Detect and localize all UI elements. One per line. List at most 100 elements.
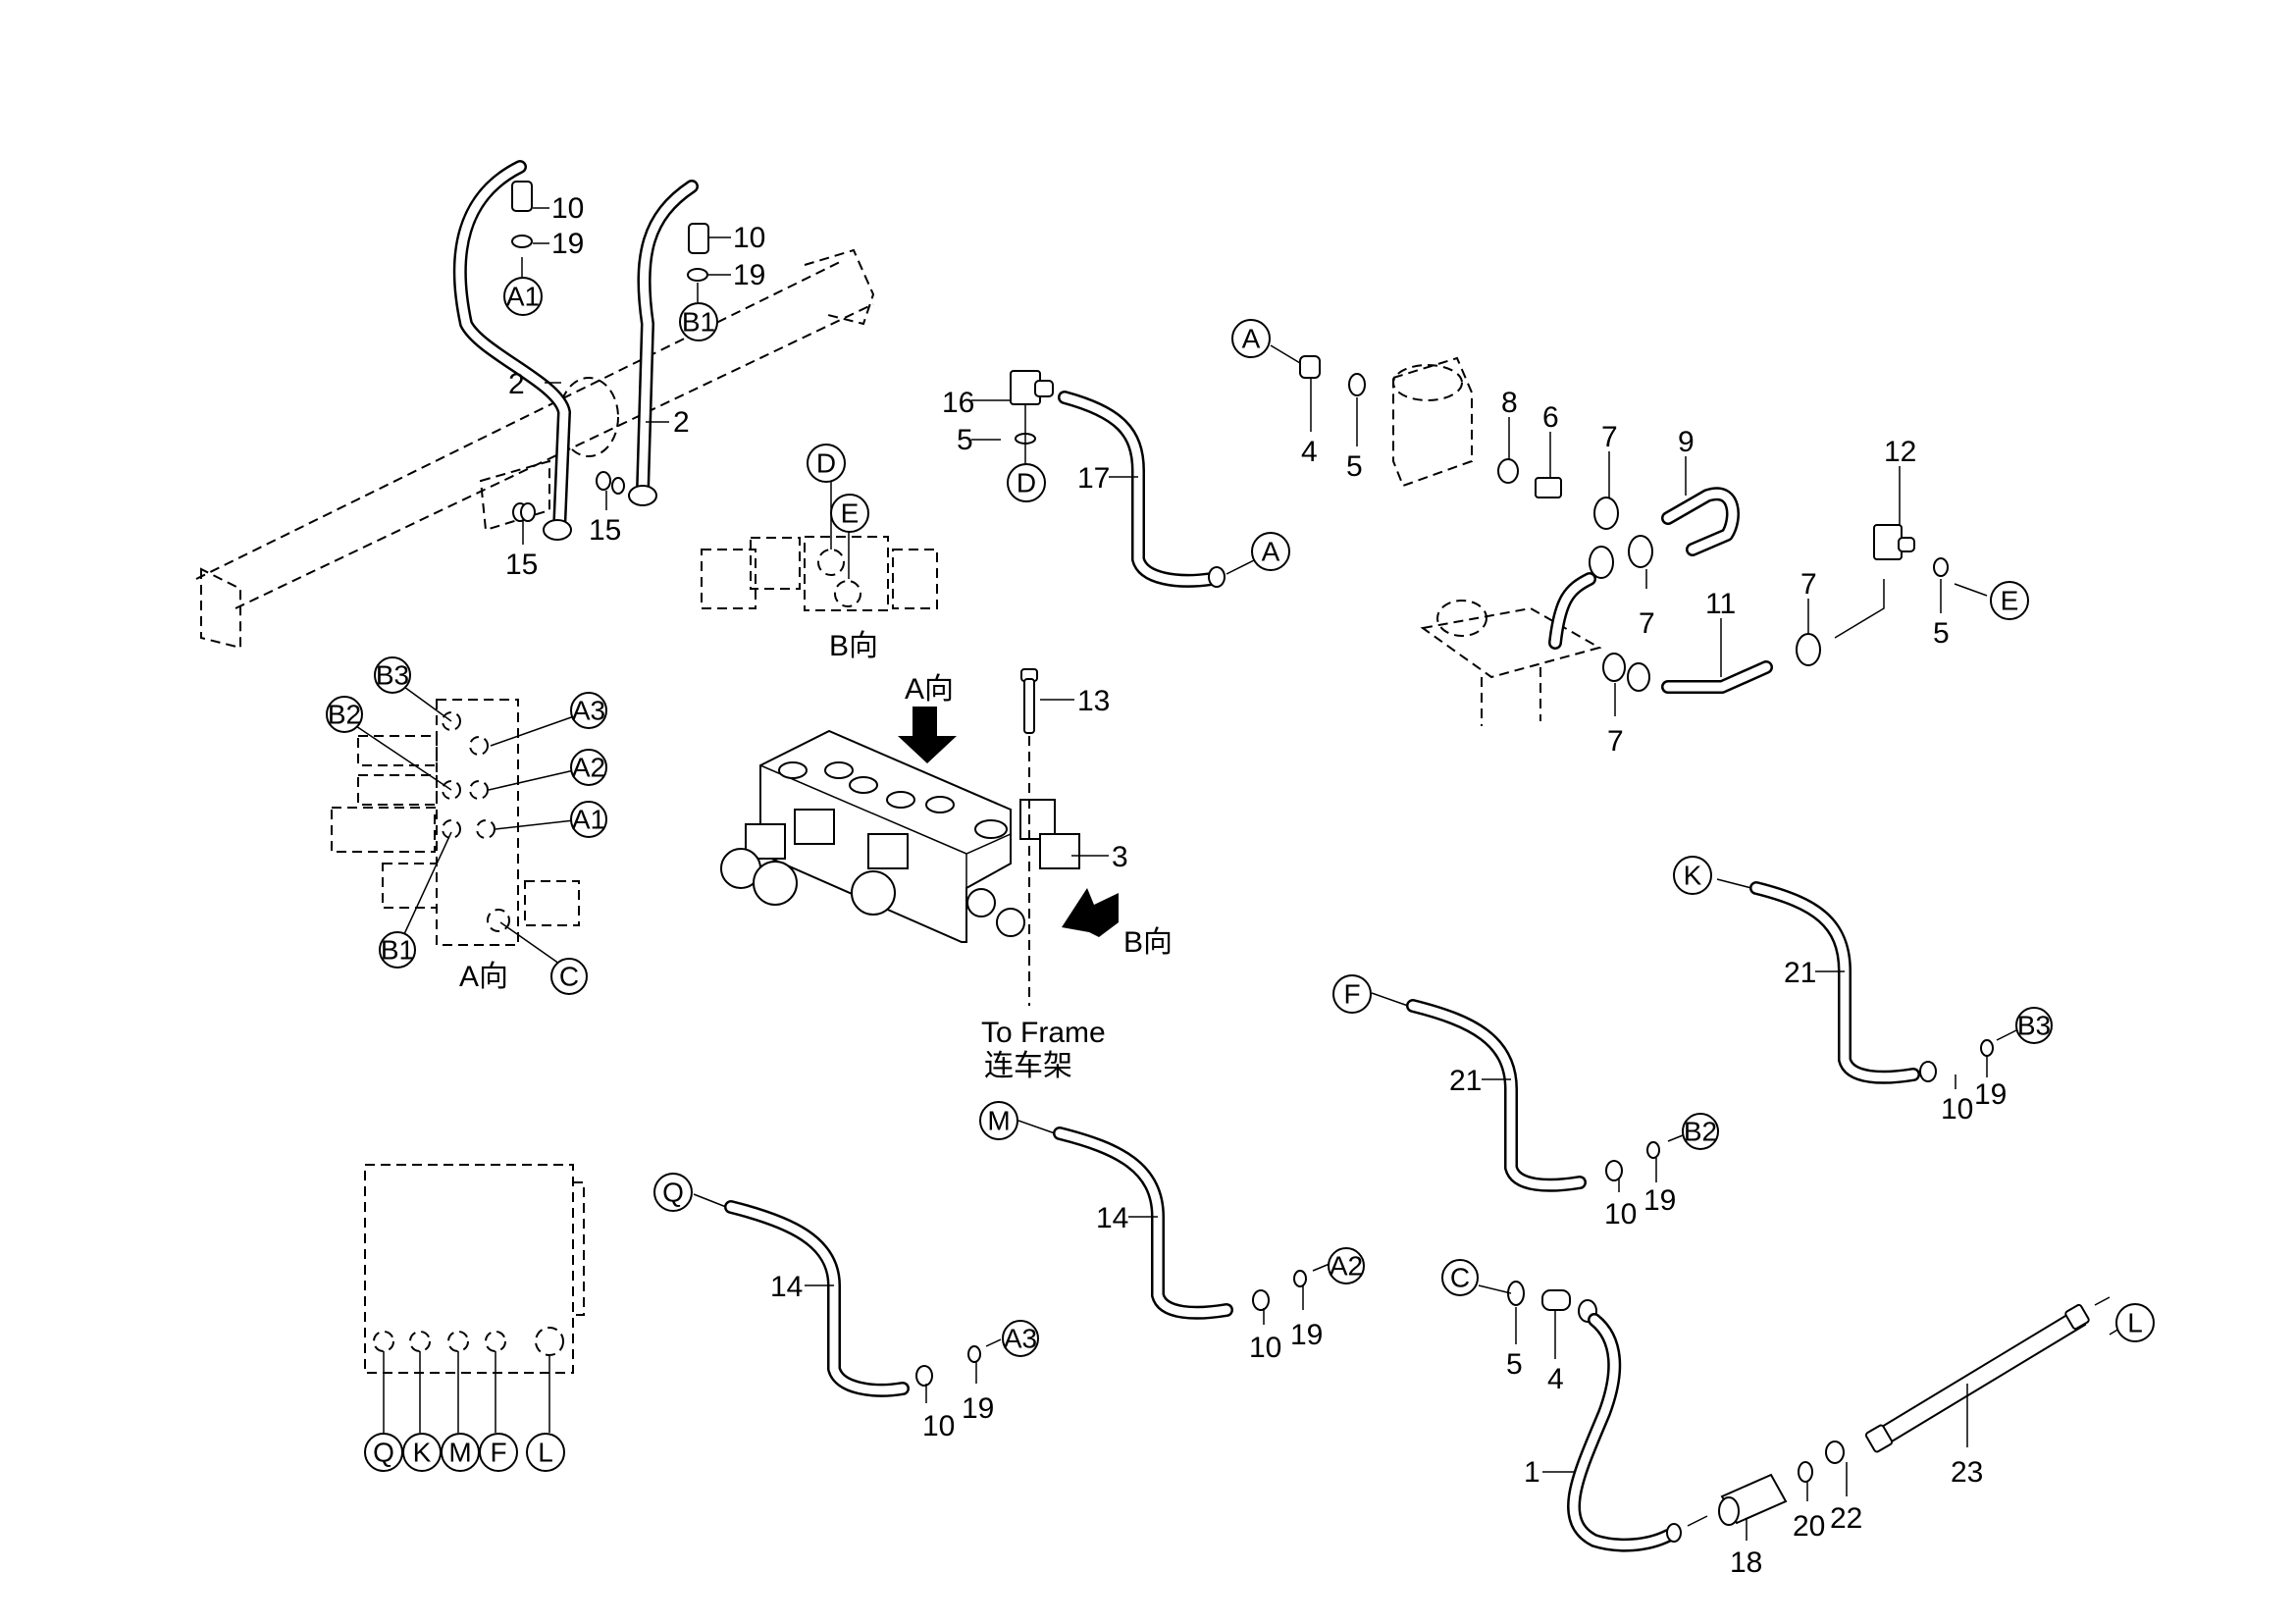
part-label-18: 18 [1730, 1546, 1762, 1579]
callout-a2-hose: A2 [1328, 1247, 1365, 1284]
callout-a1-top: A1 [503, 277, 543, 316]
svg-text:E: E [2001, 586, 2019, 616]
part-label-10: 10 [1249, 1332, 1281, 1364]
part-label-9: 9 [1678, 426, 1695, 458]
part-label-5: 5 [1933, 617, 1950, 650]
svg-text:A3: A3 [572, 696, 605, 726]
callout-a-hose17: A [1251, 532, 1290, 571]
a-view-arrow [898, 707, 957, 763]
svg-text:A2: A2 [572, 753, 605, 783]
svg-text:E: E [841, 498, 860, 529]
svg-text:B2: B2 [328, 700, 361, 730]
svg-text:Q: Q [662, 1178, 684, 1208]
part-label-12: 12 [1884, 436, 1916, 468]
svg-text:M: M [987, 1106, 1010, 1136]
part-label-10: 10 [551, 192, 584, 225]
a-view-outline [331, 699, 580, 946]
part-label-3: 3 [1112, 841, 1128, 873]
part-label-21: 21 [1449, 1065, 1482, 1097]
part-label-21: 21 [1784, 957, 1816, 989]
callout-k-hose: K [1673, 856, 1712, 895]
b-view-outline [701, 536, 938, 611]
callout-b2-aview: B2 [326, 696, 452, 791]
callout-b2-hose: B2 [1682, 1113, 1719, 1150]
b-view-arrow-label: B向 [1123, 926, 1173, 959]
callout-e-bview: E [830, 494, 869, 533]
part-label-19: 19 [733, 259, 765, 291]
part-label-5: 5 [957, 424, 973, 456]
hose-1-assembly [1507, 1281, 2111, 1552]
part-label-7: 7 [1800, 568, 1817, 601]
callout-q-hose: Q [653, 1173, 693, 1212]
callout-b3-aview: B3 [374, 656, 452, 722]
svg-text:A: A [1242, 324, 1261, 354]
port-l: L [526, 1433, 565, 1472]
part-label-4: 4 [1301, 436, 1318, 468]
a-view-label: A向 [459, 961, 508, 993]
svg-text:A1: A1 [572, 805, 605, 835]
part-label-23: 23 [1951, 1456, 1983, 1489]
callout-d-bview: D [807, 444, 846, 483]
part-label-19: 19 [1290, 1319, 1323, 1351]
callout-m-hose: M [979, 1101, 1018, 1140]
part-label-6: 6 [1542, 401, 1559, 434]
part-label-14: 14 [1096, 1202, 1128, 1234]
part-label-10: 10 [733, 222, 765, 254]
svg-text:A: A [1262, 537, 1280, 567]
part-label-7: 7 [1601, 421, 1618, 453]
a-view-arrow-label: A向 [905, 673, 954, 706]
part-label-5: 5 [1506, 1348, 1523, 1381]
part-label-19: 19 [1643, 1184, 1676, 1217]
part-label-14: 14 [770, 1271, 803, 1303]
svg-text:K: K [413, 1438, 432, 1468]
svg-text:Q: Q [373, 1438, 394, 1468]
svg-text:L: L [2127, 1308, 2143, 1338]
part-label-2: 2 [673, 406, 690, 439]
port-k: K [402, 1433, 442, 1472]
callout-a3-aview: A3 [490, 692, 607, 747]
svg-text:B1: B1 [381, 935, 414, 966]
svg-text:D: D [816, 448, 836, 479]
port-q: Q [364, 1433, 403, 1472]
callout-b1-top: B1 [679, 302, 718, 341]
part-label-19: 19 [551, 228, 584, 260]
port-m: M [441, 1433, 480, 1472]
part-label-15: 15 [505, 549, 538, 581]
part-label-2: 2 [508, 368, 525, 400]
part-label-7: 7 [1639, 607, 1655, 640]
callout-a3-hose: A3 [1002, 1320, 1039, 1357]
callout-c-aview: C [499, 921, 588, 995]
callout-b3-hose: B3 [2015, 1007, 2053, 1044]
callout-a2-aview: A2 [488, 749, 607, 791]
part-label-7: 7 [1607, 725, 1624, 758]
svg-text:A2: A2 [1330, 1251, 1363, 1282]
callout-a1-aview: A1 [495, 801, 607, 838]
part-label-20: 20 [1793, 1510, 1825, 1543]
boom-assembly [195, 160, 875, 650]
part-label-10: 10 [922, 1410, 955, 1442]
part-label-19: 19 [962, 1392, 994, 1425]
to-frame-label-cn: 连车架 [984, 1050, 1072, 1082]
svg-text:A1: A1 [506, 282, 540, 312]
part-label-10: 10 [1941, 1093, 1973, 1126]
svg-text:A3: A3 [1004, 1324, 1037, 1354]
valve-block-3 [720, 729, 1080, 943]
hose-14-q [724, 1200, 981, 1397]
callout-c-hose: C [1441, 1259, 1479, 1296]
svg-text:B1: B1 [682, 307, 715, 338]
svg-text:B3: B3 [2017, 1011, 2051, 1041]
callout-l-hose: L [2115, 1303, 2155, 1342]
svg-text:B2: B2 [1684, 1117, 1717, 1147]
part-label-17: 17 [1077, 462, 1110, 495]
callout-e-sensor: E [1990, 581, 2029, 620]
part-label-11: 11 [1705, 588, 1736, 620]
svg-text:L: L [538, 1438, 553, 1468]
part-label-8: 8 [1501, 387, 1518, 419]
callout-a-filter: A [1231, 319, 1271, 358]
b-view-arrow [1062, 888, 1119, 937]
svg-text:B3: B3 [376, 660, 409, 691]
hose-21-f [1406, 999, 1660, 1192]
part-label-5: 5 [1346, 450, 1363, 483]
port-block-outline [364, 1164, 585, 1433]
